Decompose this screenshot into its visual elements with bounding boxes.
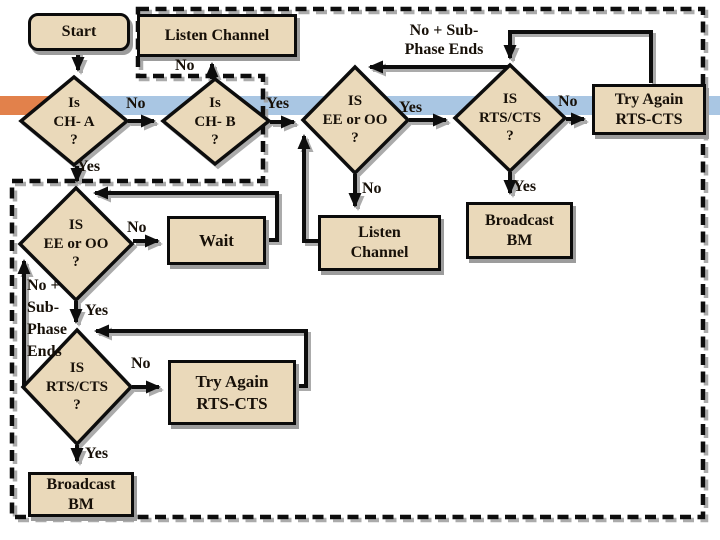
edge-try-again-lower-loop	[94, 324, 308, 388]
edge-listen-mid-loop-to-ee-oo-upper	[297, 134, 318, 243]
no-subphase-lower-line2: Sub-	[27, 299, 60, 316]
edge-label-ee-lower-yes: Yes	[85, 302, 109, 319]
broadcast-bm-lower-line1: Broadcast	[46, 475, 116, 493]
try-again-upper-node: Try Again RTS-CTS	[592, 84, 706, 135]
try-again-lower-line1: Try Again	[195, 372, 269, 392]
listen-channel-mid-line1: Listen	[358, 224, 401, 241]
start-label: Start	[61, 23, 97, 40]
listen-channel-mid-line2: Channel	[350, 244, 409, 261]
listen-channel-top-node: Listen Channel	[137, 14, 297, 57]
no-subphase-upper-line2: Phase Ends	[404, 40, 484, 58]
no-subphase-lower-line3: Phase	[27, 321, 67, 338]
try-again-upper-line2: RTS-CTS	[615, 110, 683, 128]
edge-label-ee-lower-no: No	[127, 219, 147, 236]
edge-label-ch-a-no: No	[126, 95, 146, 112]
is-ch-a-diamond	[18, 74, 130, 168]
edge-label-no-subphase-lower: No + Sub- Phase Ends	[27, 275, 67, 363]
try-again-lower-line2: RTS-CTS	[196, 393, 268, 413]
is-ee-oo-lower-diamond	[17, 185, 135, 303]
phase-boundary-dashed-border	[9, 6, 706, 520]
listen-channel-mid-node: Listen Channel	[318, 215, 441, 271]
is-rts-cts-upper-diamond	[452, 62, 568, 174]
no-subphase-lower-line1: No +	[27, 277, 60, 294]
edge-wait-loop-to-ee-oo-lower	[93, 186, 279, 242]
edge-label-ch-a-yes: Yes	[77, 158, 101, 175]
edge-label-ee-upper-yes: Yes	[399, 99, 423, 116]
edge-label-ee-upper-no: No	[362, 180, 382, 197]
broadcast-bm-lower-line2: BM	[68, 495, 94, 513]
broadcast-bm-lower-node: Broadcast BM	[28, 472, 134, 517]
edge-try-again-upper-loop	[503, 30, 653, 83]
is-rts-cts-lower-diamond	[20, 327, 134, 447]
broadcast-bm-upper-node: Broadcast BM	[466, 202, 573, 259]
start-node: Start	[28, 13, 130, 51]
try-again-lower-node: Try Again RTS-CTS	[168, 360, 296, 425]
is-ee-oo-upper-diamond	[300, 64, 411, 176]
is-ch-b-diamond	[160, 76, 272, 167]
edge-label-rts-upper-yes: Yes	[513, 178, 537, 195]
edge-label-ch-b-yes: Yes	[266, 95, 290, 112]
edge-label-ch-b-no: No	[175, 57, 195, 74]
wait-node: Wait	[167, 216, 266, 265]
no-subphase-lower-line4: Ends	[27, 343, 62, 360]
no-subphase-upper-line1: No + Sub-	[409, 22, 479, 39]
try-again-upper-line1: Try Again	[614, 90, 684, 108]
edge-label-rts-upper-no: No	[558, 93, 578, 110]
edge-label-rts-lower-yes: Yes	[85, 445, 109, 462]
edge-label-no-subphase-upper: No + Sub- Phase Ends	[390, 22, 498, 60]
wait-label: Wait	[199, 230, 234, 250]
edge-label-rts-lower-no: No	[131, 355, 151, 372]
listen-channel-top-label: Listen Channel	[164, 26, 270, 44]
broadcast-bm-upper-line1: Broadcast	[484, 211, 555, 229]
broadcast-bm-upper-line2: BM	[506, 231, 533, 249]
